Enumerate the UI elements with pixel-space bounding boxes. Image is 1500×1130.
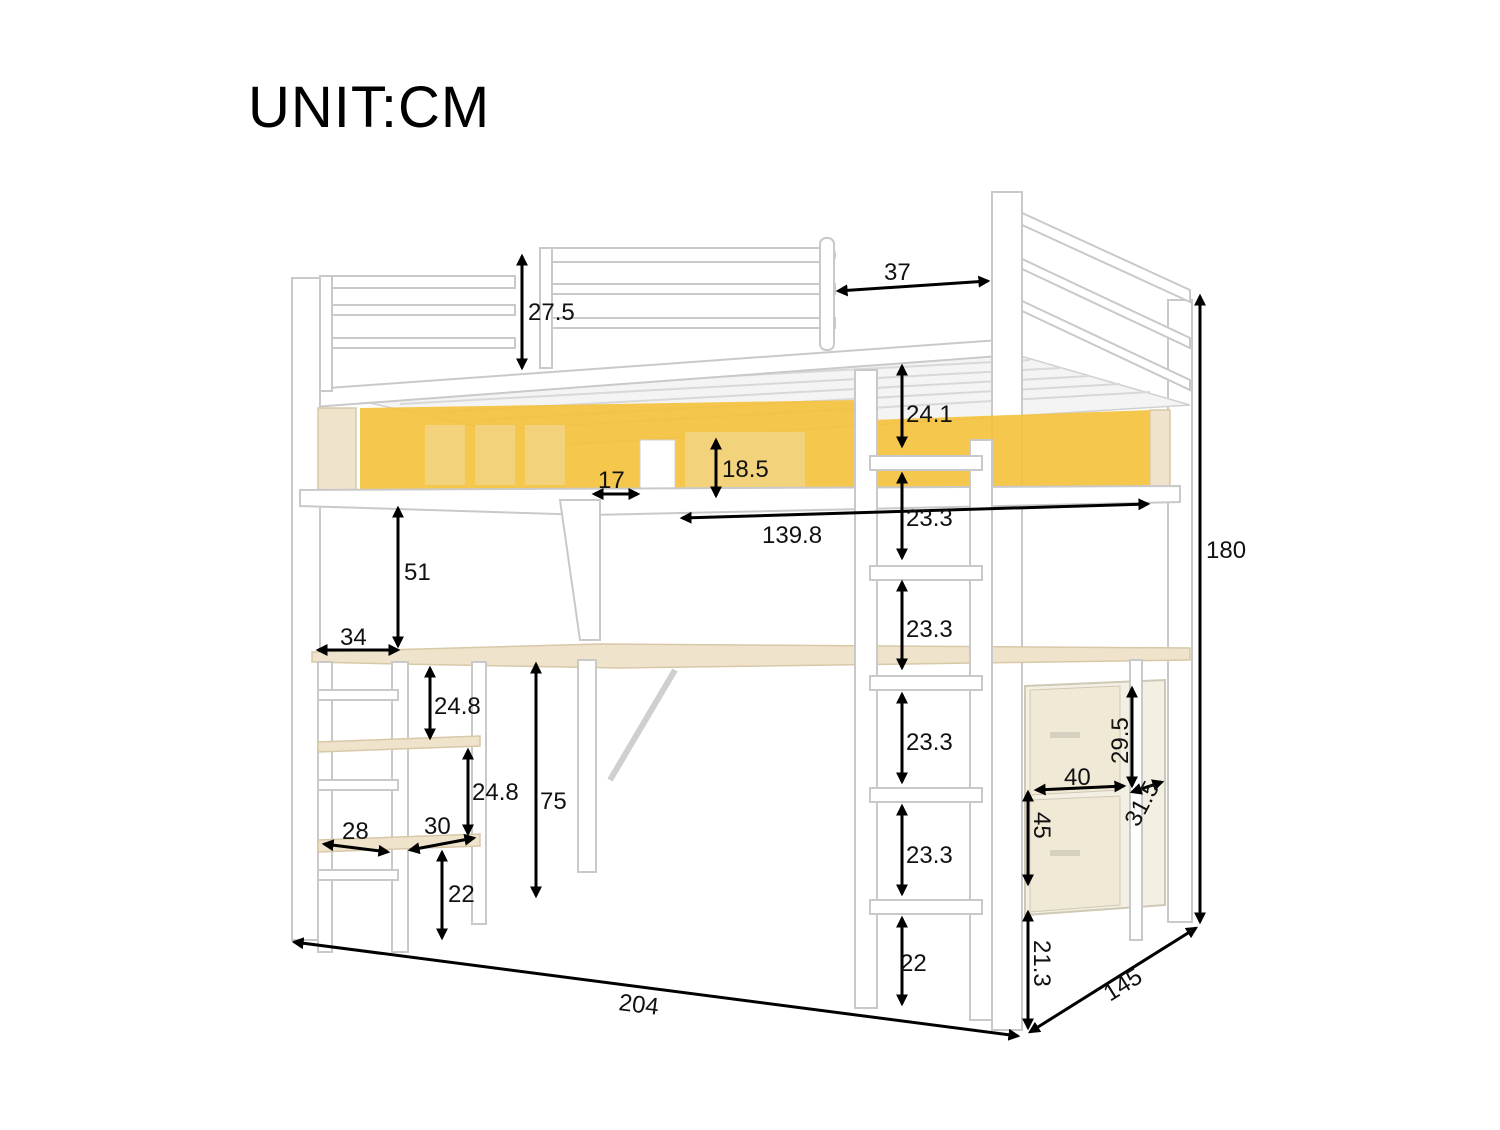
back-right-post	[1167, 299, 1193, 923]
label-total-length: 204	[617, 989, 660, 1021]
dim-line-drawer-depth	[1129, 779, 1165, 795]
dim-line-lower-shelf-width	[407, 833, 477, 855]
label-ladder-step-4: 23.3	[906, 842, 953, 869]
label-drawer-unit-height: 45	[1028, 812, 1055, 839]
desk-brace	[607, 668, 678, 782]
label-desk-height: 75	[540, 788, 567, 815]
dimension-lines	[291, 253, 1206, 1041]
dim-line-total-length	[291, 937, 1021, 1041]
ladder	[854, 369, 993, 1021]
label-cubby-width: 17	[598, 467, 625, 494]
led-storage-shelf	[299, 400, 1181, 641]
label-drawer-height: 29.5	[1107, 717, 1134, 764]
desk-leg	[577, 659, 597, 873]
label-shelf-length: 139.8	[762, 522, 822, 549]
dim-line-drawer-width	[1033, 780, 1127, 796]
dim-line-lower-shelf-depth	[321, 839, 391, 857]
label-ladder-step-2: 23.3	[906, 616, 953, 643]
label-drawer-width: 40	[1064, 764, 1091, 791]
label-shelf-gap-2: 24.8	[472, 779, 519, 806]
left-rail-post	[319, 275, 333, 392]
label-cubby-height: 18.5	[722, 456, 769, 483]
label-total-width: 145	[1099, 963, 1147, 1007]
label-shelf-to-deck: 24.1	[906, 401, 953, 428]
label-ladder-bottom: 22	[900, 950, 927, 977]
label-under-shelf: 51	[404, 559, 431, 586]
label-lower-shelf-width: 30	[424, 813, 451, 840]
dim-line-shelf-length	[679, 498, 1151, 524]
drawer-unit	[1024, 659, 1166, 941]
dim-line-total-width	[1027, 926, 1199, 1034]
back-guard-rail	[324, 237, 836, 369]
label-lower-shelf-depth: 28	[342, 818, 369, 845]
unit-title: UNIT:CM	[248, 75, 491, 140]
label-shelf-gap-1: 24.8	[434, 693, 481, 720]
label-rail-opening: 37	[884, 259, 911, 286]
front-right-post	[991, 191, 1023, 1031]
label-ladder-step-3: 23.3	[906, 729, 953, 756]
label-total-height: 180	[1206, 537, 1246, 564]
dim-line-rail-opening	[835, 275, 991, 297]
dimension-labels: 27.5 37 180 24.1 18.5 17 139.8 23.3 23.3…	[340, 259, 1246, 1021]
label-ladder-step-1: 23.3	[906, 505, 953, 532]
bed-frame	[291, 191, 1193, 1031]
label-rail-height: 27.5	[528, 299, 575, 326]
label-desk-depth: 34	[340, 624, 367, 651]
label-bottom-clearance: 22	[448, 881, 475, 908]
front-left-post	[291, 277, 321, 941]
label-drawer-floor: 21.3	[1028, 940, 1055, 987]
